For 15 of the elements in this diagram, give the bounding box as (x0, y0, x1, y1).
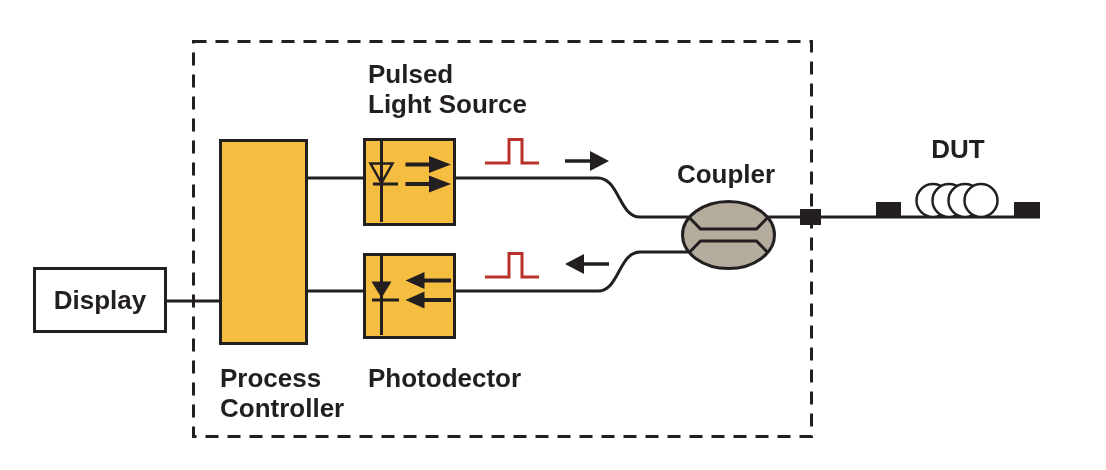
connection-line (768, 215, 800, 219)
connection-line (167, 299, 219, 303)
block-label: Pulsed Light Source (368, 59, 527, 119)
connection-line (456, 250, 688, 293)
connection-line (456, 176, 689, 219)
display-box (33, 267, 167, 333)
connection-line (821, 215, 876, 219)
connection-line (308, 289, 363, 293)
block-label: Photodector (368, 363, 522, 393)
device-label: DUT (930, 134, 986, 164)
fiber-connector (800, 209, 821, 225)
coupler-label: Coupler (675, 159, 777, 189)
box-label: Display (53, 285, 147, 315)
block-label: Process Controller (220, 363, 345, 423)
connection-line (308, 176, 363, 180)
